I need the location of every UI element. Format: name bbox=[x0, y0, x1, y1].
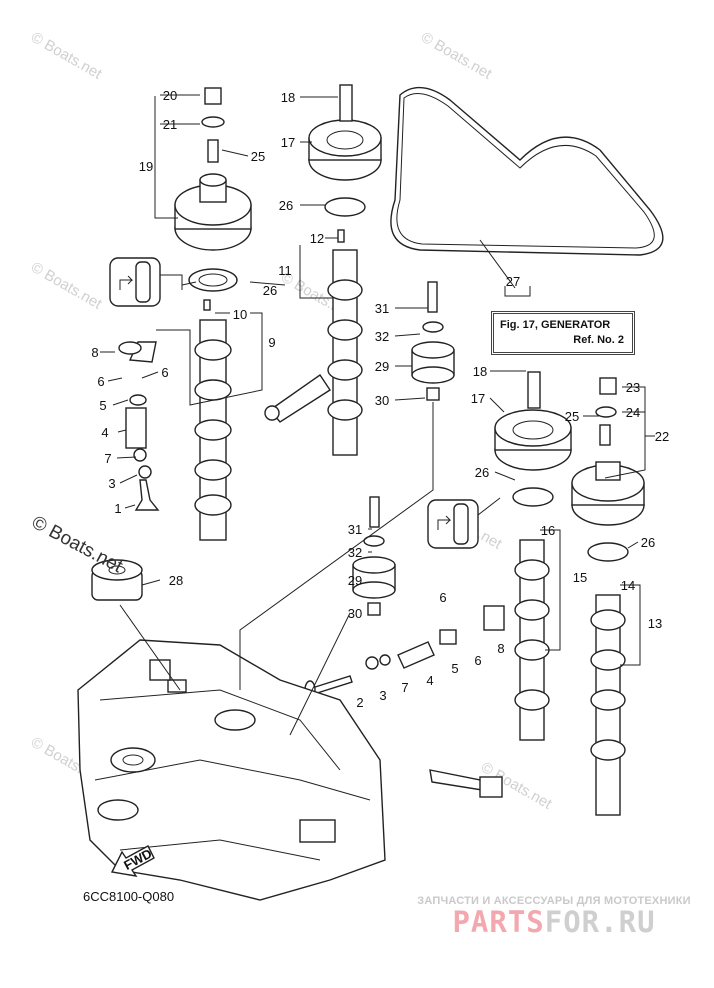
part-label-5[interactable]: 5 bbox=[99, 398, 106, 413]
part-label-25[interactable]: 25 bbox=[251, 149, 265, 164]
timing-belt bbox=[390, 87, 664, 256]
camshafts-right bbox=[429, 539, 626, 816]
part-label-5[interactable]: 5 bbox=[451, 661, 458, 676]
part-label-15[interactable]: 15 bbox=[573, 570, 587, 585]
part-label-11[interactable]: 11 bbox=[278, 263, 292, 278]
reference-title: Fig. 17, GENERATOR bbox=[500, 319, 611, 331]
part-label-32[interactable]: 32 bbox=[348, 545, 362, 560]
part-label-4[interactable]: 4 bbox=[426, 673, 433, 688]
brand-logo: PARTSFOR.RU bbox=[452, 905, 656, 939]
part-label-1[interactable]: 1 bbox=[114, 501, 121, 516]
belt-tensioner-lower bbox=[352, 496, 396, 616]
part-label-17[interactable]: 17 bbox=[471, 391, 485, 406]
part-label-21[interactable]: 21 bbox=[163, 117, 177, 132]
engine-block bbox=[77, 639, 386, 901]
part-label-22[interactable]: 22 bbox=[655, 429, 669, 444]
watermark: © Boats.net bbox=[28, 29, 105, 83]
part-label-6[interactable]: 6 bbox=[439, 590, 446, 605]
belt-tensioner-upper bbox=[411, 281, 455, 401]
part-label-6[interactable]: 6 bbox=[161, 365, 168, 380]
watermark: © Boats.net bbox=[28, 259, 105, 313]
part-label-6[interactable]: 6 bbox=[97, 374, 104, 389]
brand-watermark: ЗАПЧАСТИ И АКСЕССУАРЫ ДЛЯ МОТОТЕХНИКИ PA… bbox=[404, 895, 704, 939]
brand-tagline: ЗАПЧАСТИ И АКСЕССУАРЫ ДЛЯ МОТОТЕХНИКИ bbox=[417, 895, 691, 907]
part-label-16[interactable]: 16 bbox=[541, 523, 555, 538]
drawing-code: 6CC8100-Q080 bbox=[83, 889, 175, 904]
part-label-19[interactable]: 19 bbox=[139, 159, 153, 174]
part-label-26[interactable]: 26 bbox=[263, 283, 277, 298]
part-label-4[interactable]: 4 bbox=[101, 425, 108, 440]
part-label-20[interactable]: 20 bbox=[163, 88, 177, 103]
part-label-26[interactable]: 26 bbox=[279, 198, 293, 213]
part-label-8[interactable]: 8 bbox=[91, 345, 98, 360]
part-label-27[interactable]: 27 bbox=[506, 274, 520, 289]
part-label-31[interactable]: 31 bbox=[348, 522, 362, 537]
part-label-6[interactable]: 6 bbox=[474, 653, 481, 668]
part-label-29[interactable]: 29 bbox=[348, 573, 362, 588]
part-label-23[interactable]: 23 bbox=[626, 380, 640, 395]
part-label-18[interactable]: 18 bbox=[473, 364, 487, 379]
leader-lines bbox=[100, 94, 655, 736]
valve-train-lower bbox=[118, 341, 505, 700]
camshaft-sprocket-left bbox=[174, 87, 252, 292]
part-label-8[interactable]: 8 bbox=[497, 641, 504, 656]
part-label-28[interactable]: 28 bbox=[169, 573, 183, 588]
part-label-7[interactable]: 7 bbox=[401, 680, 408, 695]
part-label-24[interactable]: 24 bbox=[626, 405, 640, 420]
part-label-10[interactable]: 10 bbox=[233, 307, 247, 322]
part-label-17[interactable]: 17 bbox=[281, 135, 295, 150]
part-label-3[interactable]: 3 bbox=[379, 688, 386, 703]
detail-callout-lower bbox=[427, 499, 479, 549]
part-label-26[interactable]: 26 bbox=[641, 535, 655, 550]
part-label-30[interactable]: 30 bbox=[375, 393, 389, 408]
reference-box[interactable]: Fig. 17, GENERATOR Ref. No. 2 bbox=[491, 311, 635, 355]
idler-pulley bbox=[91, 559, 143, 601]
part-label-26[interactable]: 26 bbox=[475, 465, 489, 480]
part-label-25[interactable]: 25 bbox=[565, 409, 579, 424]
part-label-9[interactable]: 9 bbox=[268, 335, 275, 350]
part-label-7[interactable]: 7 bbox=[104, 451, 111, 466]
part-label-30[interactable]: 30 bbox=[348, 606, 362, 621]
watermark: © Boats.net bbox=[418, 29, 495, 83]
part-label-2[interactable]: 2 bbox=[356, 695, 363, 710]
part-label-14[interactable]: 14 bbox=[621, 578, 635, 593]
camshaft-sprocket-right bbox=[494, 371, 645, 562]
part-label-31[interactable]: 31 bbox=[375, 301, 389, 316]
part-label-18[interactable]: 18 bbox=[281, 90, 295, 105]
part-label-32[interactable]: 32 bbox=[375, 329, 389, 344]
reference-number: Ref. No. 2 bbox=[573, 334, 624, 346]
camshaft-sprocket-center bbox=[264, 84, 382, 456]
part-labels: 2021251926109866547311817261211313229302… bbox=[91, 88, 669, 710]
detail-callout-upper bbox=[109, 257, 161, 307]
part-label-12[interactable]: 12 bbox=[310, 231, 324, 246]
part-label-3[interactable]: 3 bbox=[108, 476, 115, 491]
camshaft-exhaust-left bbox=[194, 299, 232, 541]
part-label-13[interactable]: 13 bbox=[648, 616, 662, 631]
part-label-29[interactable]: 29 bbox=[375, 359, 389, 374]
